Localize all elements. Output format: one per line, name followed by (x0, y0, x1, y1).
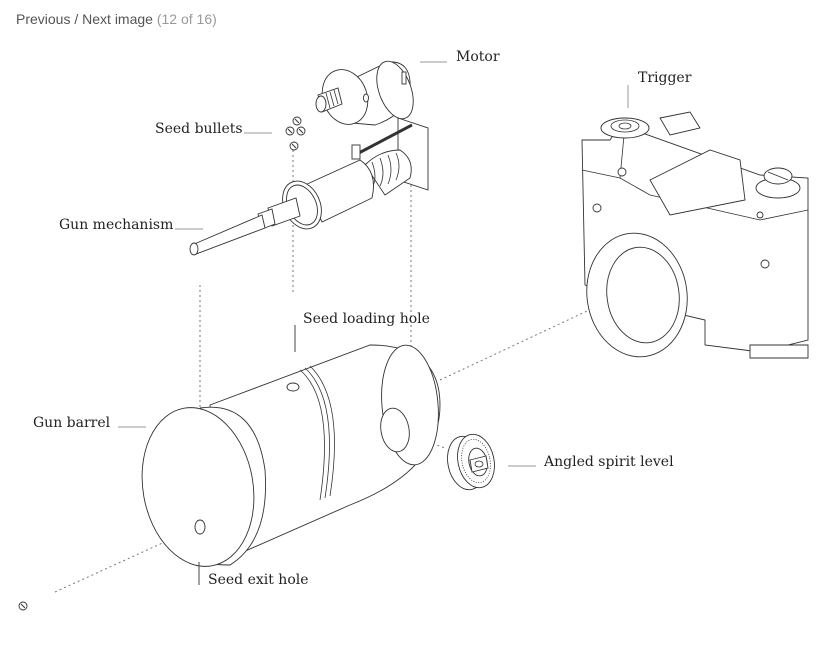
image-counter: (12 of 16) (156, 11, 217, 27)
nav-separator: / (70, 11, 83, 27)
image-navigation: Previous / Next image (12 of 16) (16, 11, 217, 27)
label-angled-spirit-level: Angled spirit level (543, 454, 674, 470)
camera-trigger-part (581, 111, 809, 359)
label-seed-loading-hole: Seed loading hole (303, 311, 430, 327)
seed-bullet-fired (18, 601, 28, 611)
label-seed-exit-hole: Seed exit hole (208, 572, 309, 588)
gun-mechanism-part (189, 117, 429, 256)
spirit-level-part (447, 433, 495, 491)
label-gun-barrel: Gun barrel (33, 415, 111, 431)
motor-part (315, 60, 414, 126)
label-trigger: Trigger (638, 70, 692, 86)
label-motor: Motor (456, 49, 500, 65)
gun-barrel-part (141, 344, 441, 567)
next-image-link[interactable]: Next image (82, 11, 153, 27)
seed-bullets-part (285, 116, 306, 151)
previous-link[interactable]: Previous (16, 11, 71, 27)
label-gun-mechanism: Gun mechanism (59, 217, 173, 233)
label-seed-bullets: Seed bullets (155, 121, 243, 137)
